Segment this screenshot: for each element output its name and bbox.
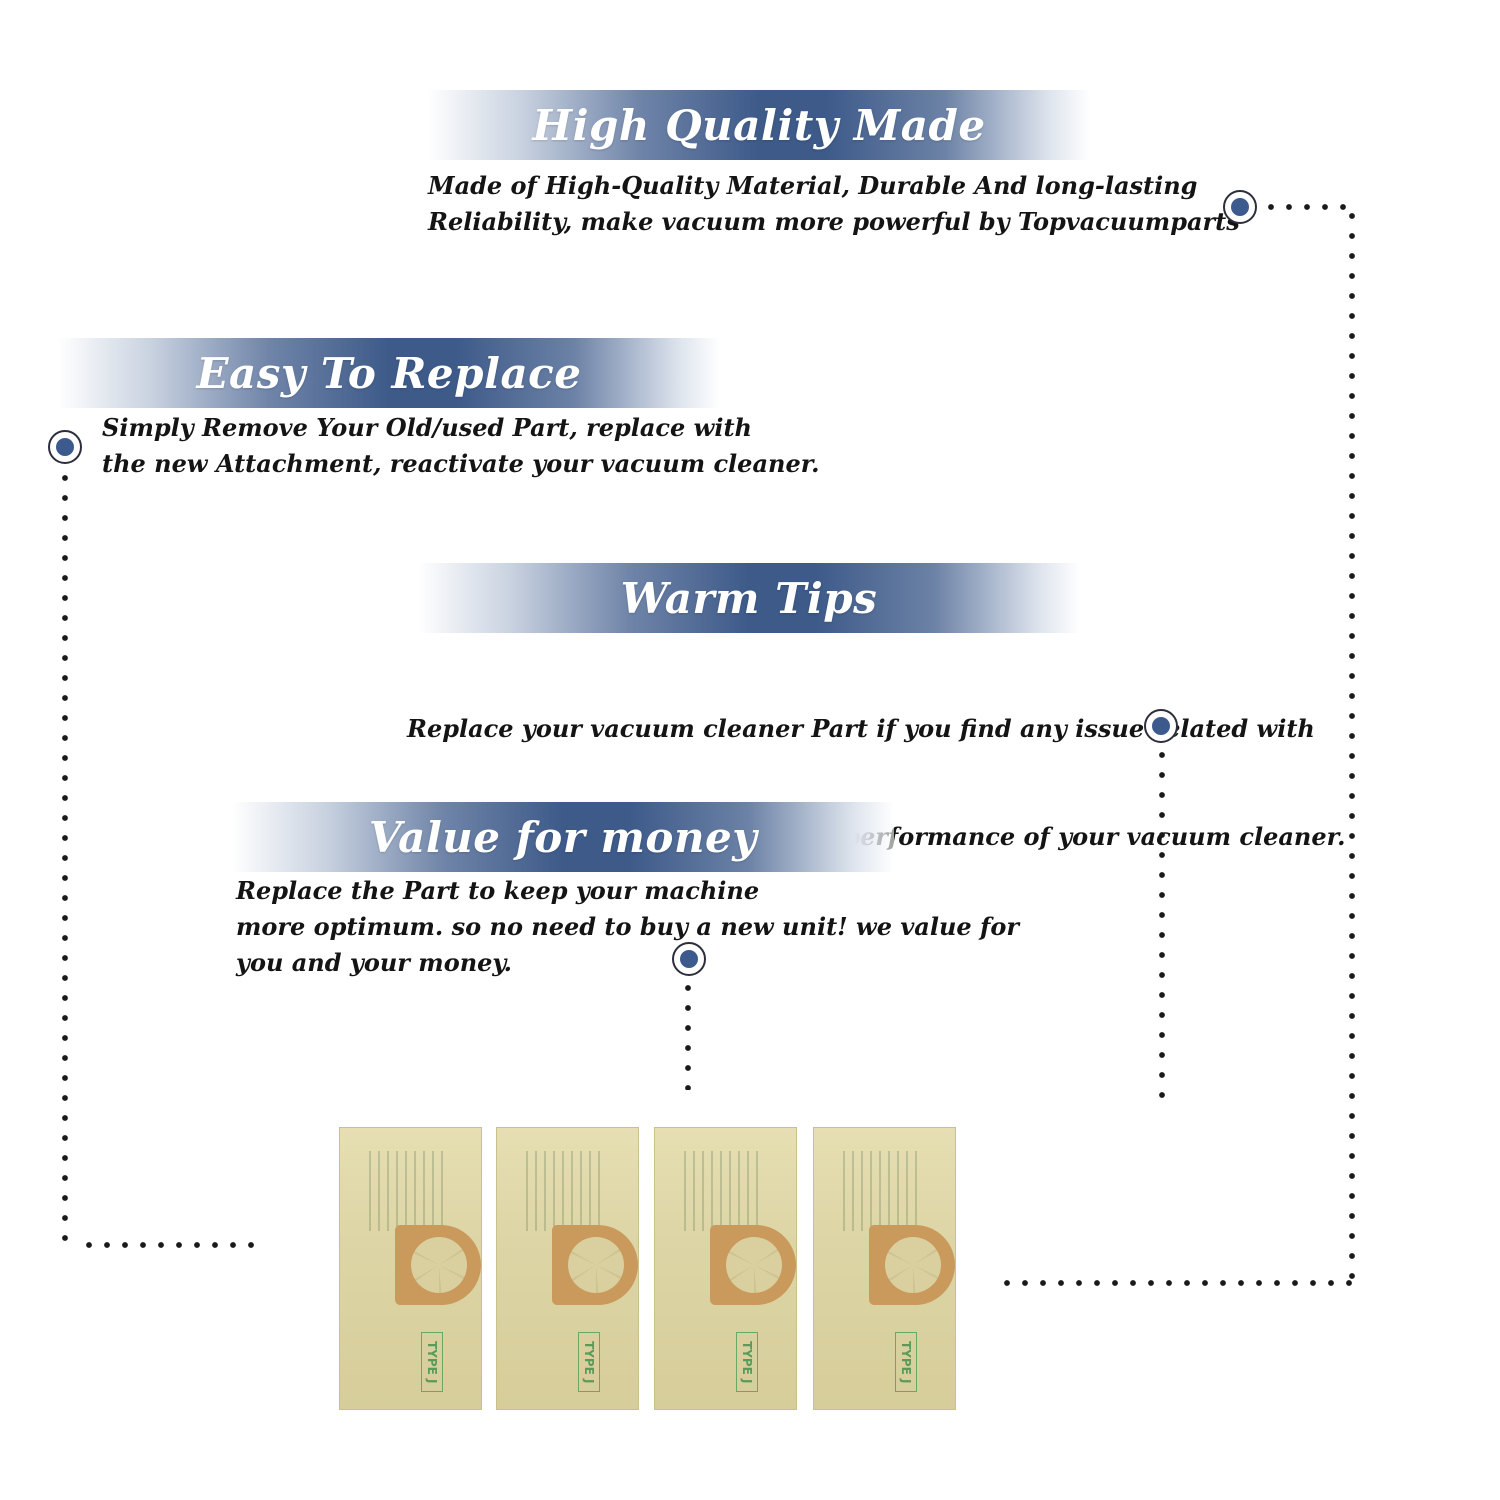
dotted-connector (1349, 206, 1355, 1288)
vacuum-bag-image: TYPE J (339, 1127, 482, 1410)
vacuum-bag-image: TYPE J (813, 1127, 956, 1410)
connector-node-icon (48, 430, 82, 464)
dotted-connector (998, 1280, 1354, 1286)
description-line: Replace the Part to keep your machine (236, 876, 760, 905)
bag-print (526, 1151, 606, 1231)
vacuum-bag-image: TYPE J (654, 1127, 797, 1410)
bag-type-label: TYPE J (895, 1332, 917, 1392)
connector-node-icon (1223, 190, 1257, 224)
banner-value-for-money: Value for money (232, 802, 894, 872)
vacuum-bag-image: TYPE J (496, 1127, 639, 1410)
description-line: Made of High-Quality Material, Durable A… (428, 171, 1198, 200)
description-line: Simply Remove Your Old/used Part, replac… (102, 413, 752, 442)
section-description: Simply Remove Your Old/used Part, replac… (102, 410, 820, 482)
bag-print (843, 1151, 923, 1231)
bag-collar (395, 1225, 481, 1305)
dotted-connector (1262, 204, 1354, 210)
description-line: more optimum. so no need to buy a new un… (236, 912, 1019, 941)
connector-node-icon (1144, 709, 1178, 743)
description-line: Replace your vacuum cleaner Part if you … (407, 714, 1315, 743)
banner-title: Warm Tips (620, 573, 878, 623)
section-description: Replace the Part to keep your machine mo… (236, 873, 1019, 981)
bag-collar (710, 1225, 796, 1305)
banner-high-quality: High Quality Made (428, 90, 1090, 160)
banner-title: Easy To Replace (196, 348, 582, 398)
description-line: the new Attachment, reactivate your vacu… (102, 449, 820, 478)
banner-title: Value for money (368, 812, 758, 862)
description-line: you and your money. (236, 948, 512, 977)
connector-node-icon (672, 942, 706, 976)
banner-easy-to-replace: Easy To Replace (58, 338, 720, 408)
dotted-connector (1159, 745, 1165, 1107)
bag-collar (869, 1225, 955, 1305)
banner-title: High Quality Made (532, 100, 986, 150)
dotted-connector (685, 978, 691, 1090)
section-description: Made of High-Quality Material, Durable A… (428, 168, 1240, 240)
bag-print (684, 1151, 764, 1231)
dotted-connector (80, 1242, 266, 1248)
bag-type-label: TYPE J (578, 1332, 600, 1392)
bag-collar (552, 1225, 638, 1305)
bag-type-label: TYPE J (736, 1332, 758, 1392)
description-line: Reliability, make vacuum more powerful b… (428, 207, 1240, 236)
banner-warm-tips: Warm Tips (418, 563, 1080, 633)
dotted-connector (62, 468, 68, 1248)
bag-type-label: TYPE J (421, 1332, 443, 1392)
bag-print (369, 1151, 449, 1231)
